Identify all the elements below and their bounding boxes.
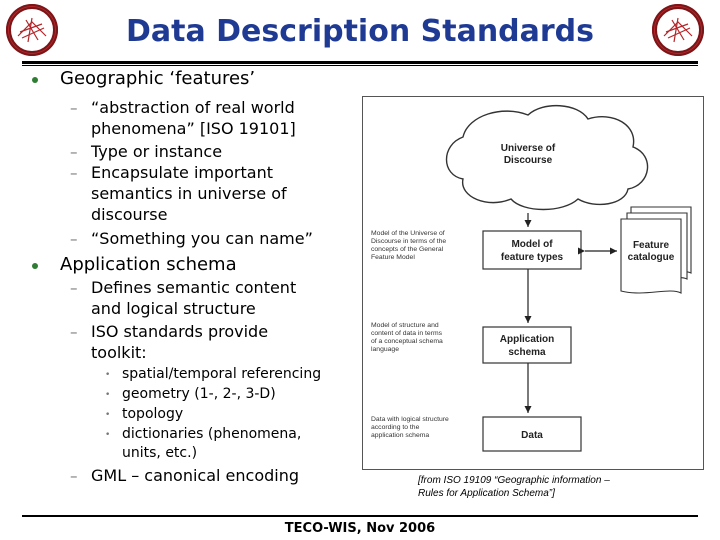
title-divider: [22, 61, 698, 64]
caption-line: [from ISO 19109 “Geographic information …: [418, 475, 610, 486]
note-text: Feature Model: [371, 254, 415, 261]
bullet-marker: [32, 77, 38, 83]
dash-marker: –: [70, 164, 78, 182]
diagram-caption: [from ISO 19109 “Geographic information …: [418, 474, 610, 500]
model-label: feature types: [501, 252, 564, 263]
dash-marker: –: [70, 279, 78, 297]
toolkit-item-continued: units, etc.): [122, 445, 198, 461]
title-divider-thin: [22, 65, 698, 66]
note-text: Discourse in terms of the: [371, 238, 446, 245]
note-text: of a conceptual schema: [371, 338, 443, 345]
bullet-dot: •: [105, 370, 111, 380]
catalogue-doc: [620, 218, 682, 294]
sub-bullet-text: Defines semantic content: [91, 278, 297, 297]
appschema-label: schema: [508, 347, 546, 358]
note-text: Data with logical structure: [371, 416, 449, 423]
note-text: Model of the Universe of: [371, 230, 445, 237]
sub-bullet-text: Encapsulate important: [91, 163, 273, 182]
toolkit-item: topology: [122, 406, 184, 422]
note-text: according to the: [371, 424, 420, 431]
appschema-label: Application: [500, 334, 554, 345]
note-text: Model of structure and: [371, 322, 439, 329]
model-label: Model of: [511, 239, 553, 250]
note-text: language: [371, 346, 399, 353]
footer-divider: [22, 515, 698, 517]
universe-label: Discourse: [504, 155, 553, 166]
university-seal-icon: [652, 4, 704, 56]
sub-bullet-text: semantics in universe of: [91, 184, 287, 203]
sub-bullet-text: ISO standards provide: [91, 322, 269, 341]
footer-text: TECO-WIS, Nov 2006: [284, 521, 436, 536]
note-text: content of data in terms: [371, 330, 443, 337]
data-label: Data: [521, 430, 543, 441]
sub-bullet-text: discourse: [91, 205, 168, 224]
dash-marker: –: [70, 99, 78, 117]
caption-line: Rules for Application Schema”]: [418, 488, 555, 499]
toolkit-item: spatial/temporal referencing: [122, 366, 322, 382]
bullet-geographic-features: Geographic ‘features’: [60, 68, 256, 89]
sub-bullet-text: GML – canonical encoding: [91, 466, 300, 485]
bullet-dot: •: [105, 410, 111, 420]
sub-bullet-text: “abstraction of real world: [91, 98, 295, 117]
note-text: concepts of the General: [371, 246, 444, 253]
toolkit-item: geometry (1-, 2-, 3-D): [122, 386, 276, 402]
sub-bullet-text: “Something you can name”: [91, 229, 313, 248]
application-schema-box: [482, 326, 572, 364]
data-box: [482, 416, 582, 452]
university-seal-icon: [6, 4, 58, 56]
sub-bullet-text: and logical structure: [91, 299, 256, 318]
model-feature-types-box: [482, 230, 582, 270]
bullet-dot: •: [105, 430, 111, 440]
iso-19109-diagram: Universe of Discourse Model of feature t…: [362, 96, 704, 470]
note-text: application schema: [371, 432, 429, 439]
toolkit-item: dictionaries (phenomena,: [122, 426, 302, 442]
dash-marker: –: [70, 230, 78, 248]
sub-bullet-text: Type or instance: [91, 142, 223, 161]
universe-cloud: [446, 104, 649, 211]
catalogue-label: catalogue: [628, 252, 675, 263]
dash-marker: –: [70, 143, 78, 161]
bullet-marker: [32, 263, 38, 269]
bullet-dot: •: [105, 390, 111, 400]
bullet-application-schema: Application schema: [60, 254, 237, 275]
slide-title: Data Description Standards: [125, 14, 595, 49]
sub-bullet-text: toolkit:: [91, 343, 147, 362]
sub-bullet-text: phenomena” [ISO 19101]: [91, 119, 296, 138]
universe-label: Universe of: [501, 143, 556, 154]
dash-marker: –: [70, 323, 78, 341]
dash-marker: –: [70, 467, 78, 485]
catalogue-label: Feature: [633, 240, 670, 251]
